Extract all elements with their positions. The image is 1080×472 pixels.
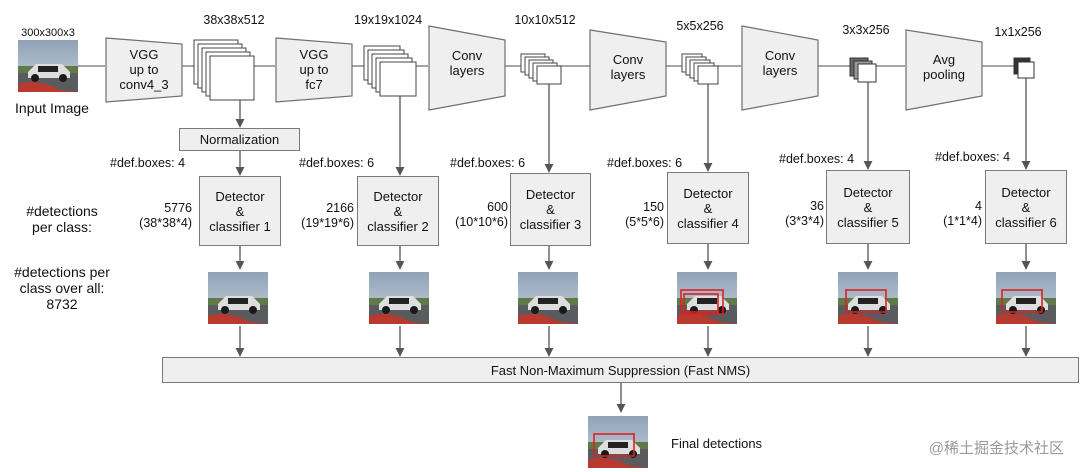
feature-map-19 xyxy=(363,45,417,97)
detections-count-6: 4 xyxy=(975,199,982,213)
detections-formula-2: (19*19*6) xyxy=(301,216,354,230)
layer-label-avg-pooling: Avg pooling xyxy=(923,52,965,82)
feature-size-3: 3x3x256 xyxy=(842,23,890,37)
normalization-box: Normalization xyxy=(179,128,300,151)
def-boxes-2: #def.boxes: 6 xyxy=(299,156,375,170)
watermark: @稀土掘金技术社区 xyxy=(928,440,1064,457)
feature-size-1: 1x1x256 xyxy=(994,25,1042,39)
detections-formula-5: (3*3*4) xyxy=(785,214,824,228)
feature-map-38 xyxy=(193,39,255,101)
feature-size-10: 10x10x512 xyxy=(514,13,576,27)
detection-boxes xyxy=(680,289,1043,315)
feature-size-19: 19x19x1024 xyxy=(353,13,423,27)
layer-label-conv-1: Conv layers xyxy=(449,48,485,78)
layer-label-vgg-fc7: VGG up to fc7 xyxy=(299,47,329,92)
feature-map-10 xyxy=(520,53,562,85)
feature-to-detector-arrows xyxy=(235,78,1031,176)
feature-map-1 xyxy=(1013,57,1035,79)
feature-size-5: 5x5x256 xyxy=(676,19,724,33)
def-boxes-6: #def.boxes: 4 xyxy=(935,150,1011,164)
def-boxes-4: #def.boxes: 6 xyxy=(607,156,683,170)
detections-count-4: 150 xyxy=(643,200,664,214)
detections-formula-3: (10*10*6) xyxy=(455,215,508,229)
layer-label-vgg-conv4: VGG up to conv4_3 xyxy=(119,47,169,92)
detections-count-3: 600 xyxy=(487,200,508,214)
def-boxes-5: #def.boxes: 4 xyxy=(779,152,855,166)
layer-avg-pooling xyxy=(905,29,983,111)
detection-result-images xyxy=(208,272,1056,324)
detections-count-2: 2166 xyxy=(326,201,354,215)
def-boxes-1: #def.boxes: 4 xyxy=(110,156,186,170)
layer-conv-3 xyxy=(741,25,819,111)
layer-vgg-conv4 xyxy=(105,37,183,103)
detector-classifier-1: Detector & classifier 1 xyxy=(199,176,281,246)
detections-per-class-label: #detections per class: xyxy=(26,203,98,235)
layer-conv-1 xyxy=(428,25,506,111)
feature-size-38: 38x38x512 xyxy=(203,13,265,27)
detections-count-1: 5776 xyxy=(164,201,192,215)
final-detections-label: Final detections xyxy=(671,436,763,451)
layer-label-conv-3: Conv layers xyxy=(762,48,798,78)
input-image-label: Input Image xyxy=(15,100,89,116)
detector-classifier-6: Detector & classifier 6 xyxy=(985,170,1067,244)
def-boxes-3: #def.boxes: 6 xyxy=(450,156,526,170)
final-detection-image xyxy=(588,416,648,468)
layer-conv-2 xyxy=(589,29,667,111)
detector-classifier-5: Detector & classifier 5 xyxy=(826,170,910,244)
input-image xyxy=(18,40,78,92)
layer-vgg-fc7 xyxy=(275,37,353,103)
feature-map-3 xyxy=(849,57,877,83)
layer-label-conv-2: Conv layers xyxy=(610,52,646,82)
detections-over-all-label: #detections per class over all: 8732 xyxy=(14,264,110,312)
feature-map-5 xyxy=(681,53,719,85)
detector-classifier-4: Detector & classifier 4 xyxy=(667,172,749,244)
detections-formula-4: (5*5*6) xyxy=(625,215,664,229)
detections-formula-1: (38*38*4) xyxy=(139,216,192,230)
image-to-nms-arrows xyxy=(235,326,1031,357)
detections-count-5: 36 xyxy=(810,199,824,213)
input-size-label: 300x300x3 xyxy=(21,27,75,39)
detections-formula-6: (1*1*4) xyxy=(943,214,982,228)
fast-nms-bar: Fast Non-Maximum Suppression (Fast NMS) xyxy=(162,357,1079,383)
detector-to-image-arrows xyxy=(235,244,1031,270)
detector-classifier-2: Detector & classifier 2 xyxy=(357,176,439,246)
detector-classifier-3: Detector & classifier 3 xyxy=(510,173,591,246)
